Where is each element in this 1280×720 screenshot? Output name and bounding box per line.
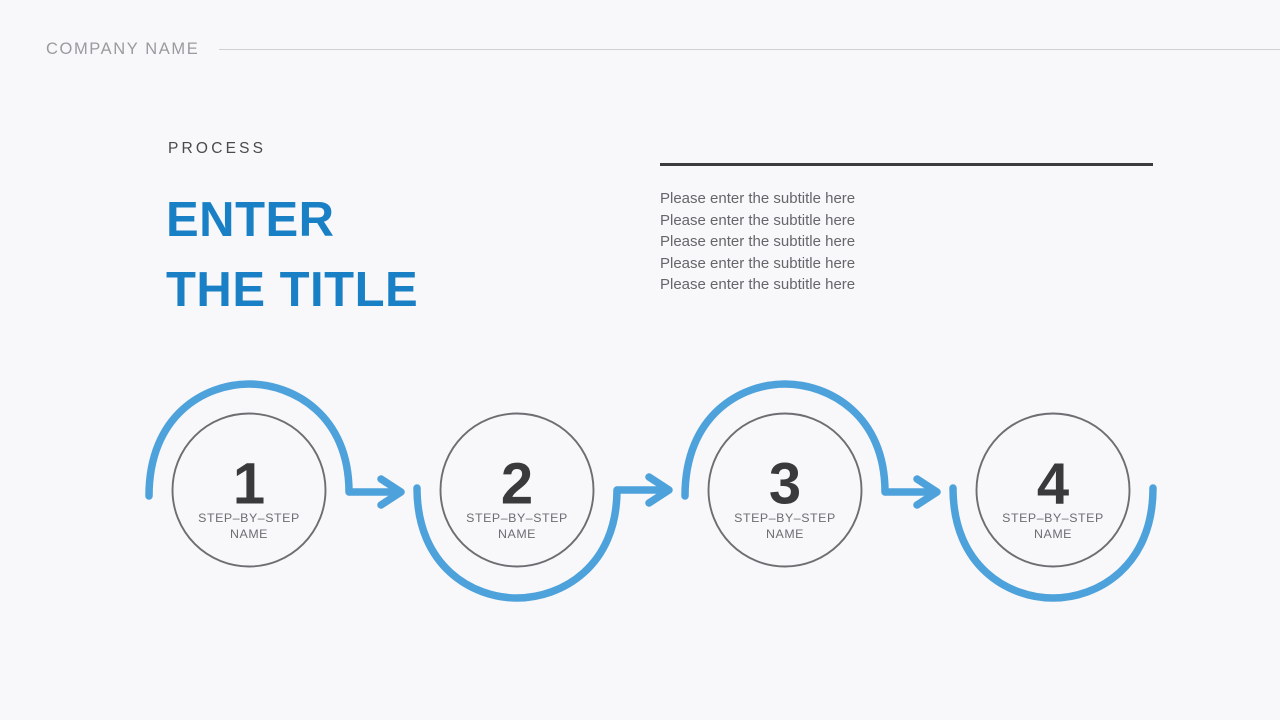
process-step-1[interactable]: 1 STEP–BY–STEP NAME	[145, 380, 405, 568]
subtitle-line: Please enter the subtitle here	[660, 190, 856, 207]
step-label-line-1-2: STEP–BY–STEP	[466, 511, 568, 525]
step-label-line-2-2: NAME	[498, 527, 536, 541]
title-line-2: THE TITLE	[166, 262, 419, 317]
step-circle-3[interactable]	[707, 412, 863, 568]
process-diagram: 1 STEP–BY–STEP NAME 2 STEP–BY–STEP NAME …	[0, 360, 1280, 630]
subtitle-line: Please enter the subtitle here	[660, 254, 856, 272]
step-circle-4[interactable]	[975, 412, 1131, 568]
eyebrow-label: PROCESS	[168, 140, 267, 157]
process-step-2[interactable]: 2 STEP–BY–STEP NAME	[413, 412, 673, 602]
arrow-head-3	[913, 475, 941, 509]
step-number-3: 3	[769, 451, 801, 516]
process-step-3[interactable]: 3 STEP–BY–STEP NAME	[681, 380, 941, 568]
step-label-line-2-3: NAME	[766, 527, 804, 541]
step-label-line-2-1: NAME	[230, 527, 268, 541]
header-divider	[219, 48, 1280, 50]
step-arc-bottom-sweep-4	[949, 484, 1157, 602]
process-step-4[interactable]: 4 STEP–BY–STEP NAME	[949, 412, 1157, 602]
company-name: COMPANY NAME	[46, 39, 200, 58]
step-number-1: 1	[233, 451, 265, 516]
subtitle-block: Please enter the subtitle here Please en…	[660, 163, 1153, 296]
subtitle-line: Please enter the subtitle here	[660, 233, 856, 251]
step-number-2: 2	[501, 451, 533, 516]
step-arc-top-sweep-3	[681, 380, 889, 500]
title-line-1: ENTER	[166, 193, 335, 247]
subtitle-divider	[660, 163, 1153, 166]
title-block: PROCESS ENTER THE TITLE	[166, 140, 586, 325]
page-title: ENTER THE TITLE	[166, 186, 586, 325]
arrow-head-2	[645, 473, 673, 507]
step-label-line-2-4: NAME	[1034, 527, 1072, 541]
slide-header: COMPANY NAME	[0, 32, 1280, 66]
step-label-line-1-4: STEP–BY–STEP	[1002, 511, 1104, 525]
step-arc-top-sweep-1	[145, 380, 353, 500]
step-circle-2[interactable]	[439, 412, 595, 568]
arrow-head-1	[377, 475, 405, 509]
step-label-line-1-3: STEP–BY–STEP	[734, 511, 836, 525]
step-circle-1[interactable]	[171, 412, 327, 568]
step-label-line-1-1: STEP–BY–STEP	[198, 511, 300, 525]
step-arc-bottom-sweep-2	[413, 484, 621, 602]
step-number-4: 4	[1037, 451, 1069, 516]
subtitle-line: Please enter the subtitle here	[660, 211, 856, 229]
subtitle-line: Please enter the subtitle here	[660, 276, 856, 294]
